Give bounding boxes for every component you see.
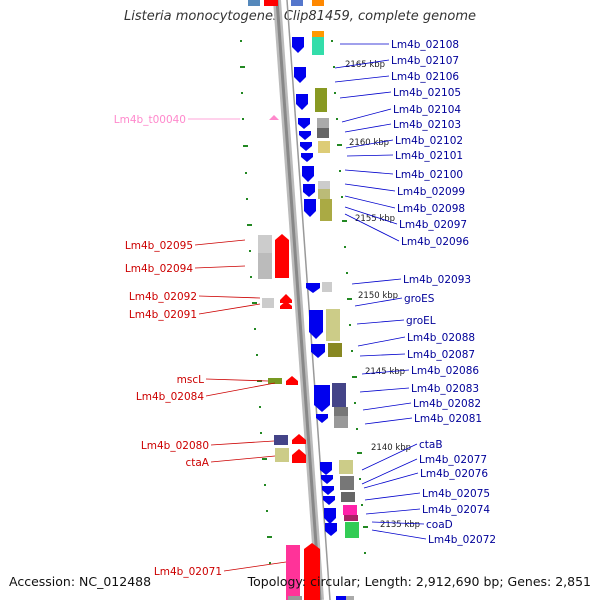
leader-line — [344, 123, 392, 133]
gene-label: groEL — [406, 315, 436, 327]
map-title: Listeria monocytogenes Clip81459, comple… — [123, 9, 476, 24]
accession-text: Accession: NC_012488 — [9, 574, 152, 589]
leader-line — [344, 183, 396, 192]
leader-line — [364, 417, 413, 425]
leader-line — [210, 455, 276, 463]
leader-line — [359, 387, 410, 393]
ruler-label: 2165 kbp — [345, 60, 385, 70]
gene-label: Lm4b_02074 — [422, 504, 490, 516]
leader-line — [357, 336, 406, 347]
gene-label: Lm4b_02103 — [393, 119, 461, 131]
gene-label: Lm4b_02075 — [422, 488, 490, 500]
leader-line — [365, 508, 421, 515]
gene-labels-right: Lm4b_02108Lm4b_02107Lm4b_02106Lm4b_02105… — [391, 39, 496, 546]
forward-cog-track — [248, 0, 302, 600]
reverse-cog-track — [312, 0, 359, 600]
summary-text: Topology: circular; Length: 2,912,690 bp… — [247, 574, 591, 589]
ruler-label: 2155 kbp — [355, 214, 395, 224]
trna-feature — [269, 115, 279, 120]
leader-line — [341, 108, 392, 123]
gene-label: Lm4b_02108 — [391, 39, 459, 51]
gene-label: Lm4b_02098 — [397, 203, 465, 215]
gene-label: coaD — [426, 519, 453, 531]
leader-line — [344, 206, 398, 225]
gene-label: Lm4b_02084 — [136, 391, 204, 403]
gene-label: Lm4b_02105 — [393, 87, 461, 99]
leader-line — [339, 91, 392, 99]
leader-line — [371, 521, 425, 525]
leader-line — [346, 154, 394, 157]
ruler-label: 2160 kbp — [349, 138, 389, 148]
leader-line — [194, 239, 246, 246]
ruler-label: 2150 kbp — [358, 291, 398, 301]
gene-label: Lm4b_02100 — [395, 169, 463, 181]
reverse-strand-track — [291, 0, 350, 600]
gene-label: Lm4b_02097 — [399, 219, 467, 231]
gene-label: Lm4b_02076 — [420, 468, 488, 480]
backbone — [273, 0, 331, 600]
leader-line — [334, 59, 390, 69]
leader-line — [361, 443, 418, 471]
leader-line — [198, 303, 261, 315]
gene-label: Lm4b_02071 — [154, 566, 222, 578]
gene-label: Lm4b_02102 — [395, 135, 463, 147]
leader-line — [198, 295, 261, 299]
gene-label: Lm4b_02086 — [411, 365, 479, 377]
leader-line — [344, 213, 400, 242]
gene-label: mscL — [177, 374, 204, 386]
leader-line — [351, 278, 402, 285]
leader-line — [344, 169, 394, 175]
gene-label: Lm4b_02088 — [407, 332, 475, 344]
forward-strand-track — [264, 0, 320, 600]
gene-label: Lm4b_02072 — [428, 534, 496, 546]
leader-line — [371, 529, 427, 540]
gc-track — [240, 40, 368, 564]
leader-line — [205, 378, 269, 382]
leader-line — [194, 265, 246, 269]
gene-label: Lm4b_02094 — [125, 263, 193, 275]
gene-label: Lm4b_02093 — [403, 274, 471, 286]
gene-label: Lm4b_02082 — [413, 398, 481, 410]
gene-label: groES — [404, 293, 435, 305]
leader-line — [364, 492, 421, 501]
gene-label: Lm4b_02106 — [391, 71, 459, 83]
leader-line — [223, 561, 287, 572]
gene-label: Lm4b_t00040 — [114, 114, 186, 126]
leader-line — [334, 75, 390, 83]
leader-line — [363, 472, 419, 489]
gene-label: Lm4b_02087 — [407, 349, 475, 361]
leader-line — [344, 195, 396, 209]
gene-label: Lm4b_02080 — [141, 440, 209, 452]
leader-line — [356, 319, 405, 325]
leader-line — [359, 353, 406, 357]
leader-line — [210, 440, 275, 446]
gene-label: ctaA — [185, 457, 209, 469]
gene-label: Lm4b_02091 — [129, 309, 197, 321]
gene-label: Lm4b_02104 — [393, 104, 461, 116]
ruler-label: 2135 kbp — [380, 520, 420, 530]
leader-line — [205, 382, 276, 397]
leader-line — [362, 402, 412, 411]
leader-line — [361, 458, 418, 485]
gene-label: Lm4b_02095 — [125, 240, 193, 252]
ruler-label: 2140 kbp — [371, 443, 411, 453]
leader-line — [345, 139, 394, 149]
leader-line — [361, 369, 410, 375]
gene-label: Lm4b_02081 — [414, 413, 482, 425]
gene-labels-left: Lm4b_t00040Lm4b_02095Lm4b_02094Lm4b_0209… — [114, 114, 222, 578]
gene-label: Lm4b_02077 — [419, 454, 487, 466]
gene-label: Lm4b_02101 — [395, 150, 463, 162]
gene-label: Lm4b_02092 — [129, 291, 197, 303]
label-leaders — [334, 43, 427, 540]
gene-label: Lm4b_02099 — [397, 186, 465, 198]
leader-line — [354, 297, 403, 307]
gene-label: Lm4b_02083 — [411, 383, 479, 395]
gene-label: ctaB — [419, 439, 443, 451]
gene-label: Lm4b_02096 — [401, 236, 469, 248]
gene-label: Lm4b_02107 — [391, 55, 459, 67]
label-leaders-left — [188, 118, 287, 572]
